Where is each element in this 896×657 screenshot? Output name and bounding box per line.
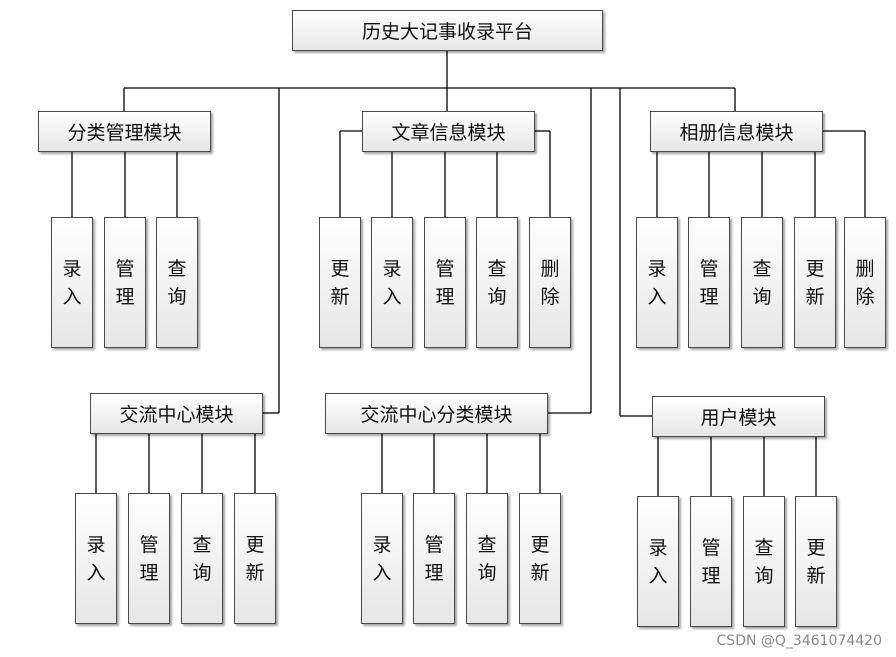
function-node: 管理 (424, 217, 466, 348)
function-node: 录入 (361, 493, 403, 624)
function-node-label: 录入 (372, 533, 392, 584)
function-node: 删除 (844, 217, 886, 348)
function-node: 删除 (529, 217, 571, 348)
function-node-label: 管理 (115, 257, 135, 308)
function-node: 更新 (795, 496, 837, 627)
function-node: 查询 (181, 493, 223, 624)
function-node-label: 录入 (648, 536, 668, 587)
function-node: 更新 (319, 217, 361, 348)
function-node-label: 删除 (855, 257, 875, 308)
function-node: 录入 (51, 217, 93, 348)
module-label: 文章信息模块 (391, 122, 506, 144)
module-label: 分类管理模块 (67, 122, 182, 144)
root-node: 历史大记事收录平台 (292, 10, 603, 51)
function-node-label: 更新 (330, 257, 350, 308)
function-node-label: 录入 (62, 257, 82, 308)
module-label: 交流中心模块 (119, 404, 234, 426)
function-node: 录入 (75, 493, 117, 624)
function-node-label: 管理 (435, 257, 455, 308)
module-node-album-info: 相册信息模块 (650, 111, 823, 152)
function-node-label: 更新 (806, 536, 826, 587)
function-node: 更新 (794, 217, 836, 348)
function-node-label: 查询 (192, 533, 212, 584)
function-node-label: 查询 (752, 257, 772, 308)
module-label: 用户模块 (700, 407, 777, 429)
function-node-label: 管理 (424, 533, 444, 584)
function-node: 查询 (476, 217, 518, 348)
function-node-label: 查询 (167, 257, 187, 308)
function-node: 录入 (371, 217, 413, 348)
function-node: 查询 (743, 496, 785, 627)
function-node: 管理 (413, 493, 455, 624)
function-node: 查询 (741, 217, 783, 348)
function-node-label: 管理 (139, 533, 159, 584)
function-node-label: 录入 (86, 533, 106, 584)
function-node: 录入 (636, 217, 678, 348)
function-node: 更新 (234, 493, 276, 624)
module-node-communication-center: 交流中心模块 (90, 393, 263, 434)
function-node: 管理 (690, 496, 732, 627)
function-node: 管理 (104, 217, 146, 348)
function-node-label: 管理 (701, 536, 721, 587)
function-node-label: 录入 (382, 257, 402, 308)
function-node-label: 录入 (647, 257, 667, 308)
watermark: CSDN @Q_3461074420 (716, 633, 882, 649)
root-node-label: 历史大记事收录平台 (361, 21, 533, 43)
function-node: 查询 (466, 493, 508, 624)
function-node-label: 更新 (245, 533, 265, 584)
function-node: 管理 (128, 493, 170, 624)
function-node-label: 管理 (699, 257, 719, 308)
function-node-label: 更新 (530, 533, 550, 584)
function-node-label: 更新 (805, 257, 825, 308)
function-node: 管理 (688, 217, 730, 348)
module-node-user: 用户模块 (652, 396, 825, 437)
function-node-label: 查询 (487, 257, 507, 308)
module-node-communication-category: 交流中心分类模块 (325, 393, 548, 434)
function-node-label: 删除 (540, 257, 560, 308)
function-node-label: 查询 (754, 536, 774, 587)
function-node: 查询 (156, 217, 198, 348)
module-label: 交流中心分类模块 (360, 404, 513, 426)
module-node-article-info: 文章信息模块 (362, 111, 535, 152)
function-node: 录入 (637, 496, 679, 627)
function-node-label: 查询 (477, 533, 497, 584)
function-node: 更新 (519, 493, 561, 624)
module-label: 相册信息模块 (679, 122, 794, 144)
module-node-category-management: 分类管理模块 (38, 111, 211, 152)
